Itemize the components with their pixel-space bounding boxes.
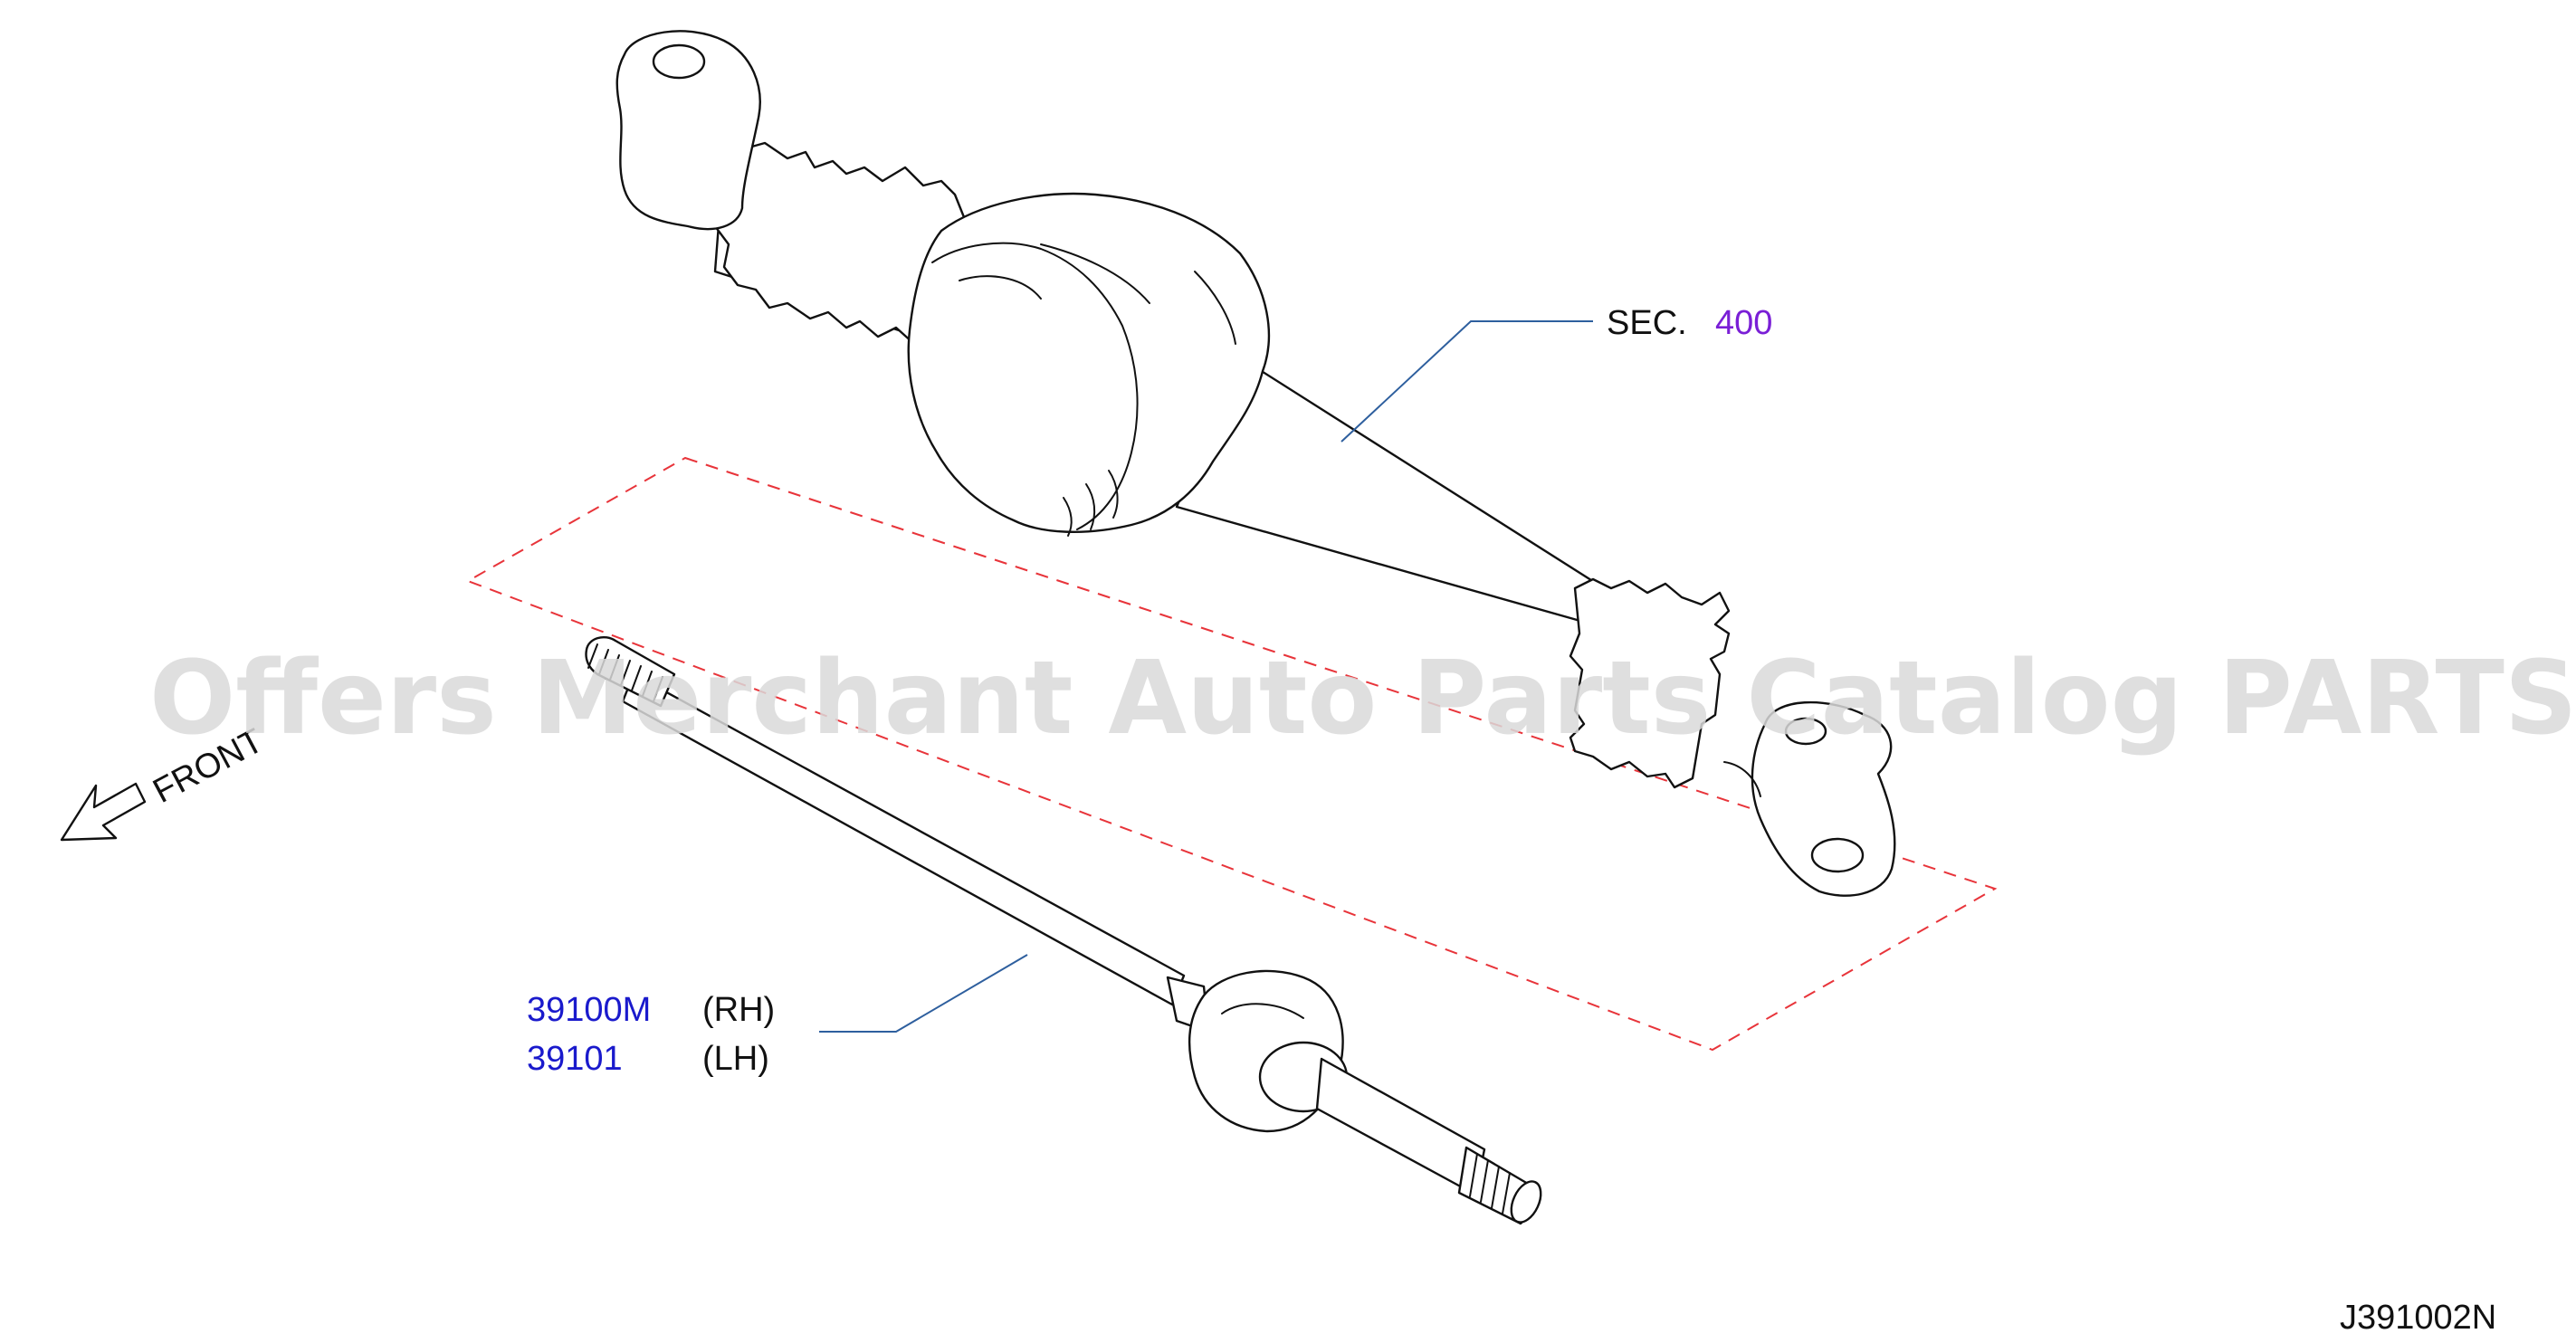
left-flange: [615, 30, 761, 231]
leader-shaft: [819, 954, 1028, 1033]
axle-housing: [615, 30, 1896, 897]
left-flange-hole: [652, 43, 706, 80]
assembly-boundary: [465, 456, 1998, 1052]
section-prefix: SEC.: [1607, 304, 1687, 342]
part-number-rh[interactable]: 39100M: [527, 991, 651, 1029]
axle-shaft: [585, 636, 1542, 1225]
diagram-code: J391002N: [2340, 1299, 2496, 1337]
shaft-splined-end: [585, 636, 676, 708]
front-arrow-icon: [60, 782, 147, 842]
watermark: Offers Merchant Auto Parts Catalog PARTS…: [149, 640, 2576, 757]
shaft-body: [621, 672, 1186, 1006]
section-number[interactable]: 400: [1715, 304, 1772, 342]
part-number-lh[interactable]: 39101: [527, 1040, 623, 1078]
leader-sec-400: [1340, 320, 1593, 443]
differential-carrier: [907, 192, 1271, 533]
shaft-end-cap: [1510, 1180, 1542, 1224]
part-side-lh: (LH): [702, 1040, 769, 1078]
right-flange-hole-bottom: [1810, 837, 1865, 873]
part-side-rh: (RH): [702, 991, 775, 1029]
right-flange-hole-top: [1784, 717, 1827, 746]
shaft-output-stub: [1315, 1057, 1486, 1196]
right-boot: [1569, 577, 1731, 789]
